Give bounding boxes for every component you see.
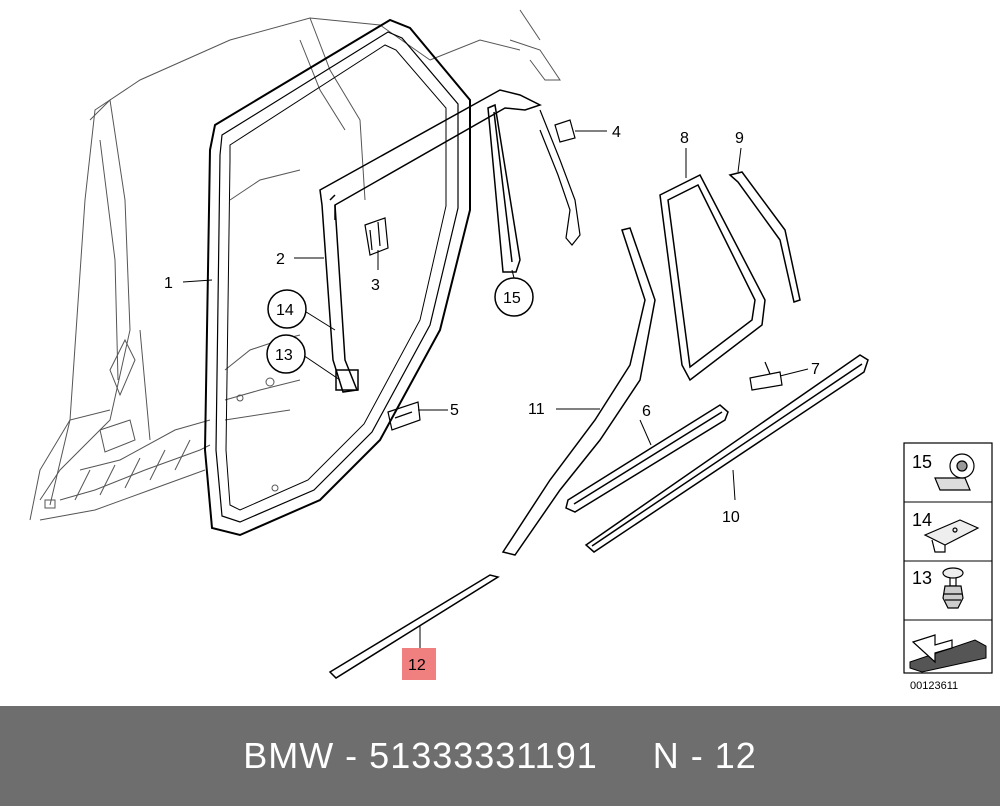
callout-1: 1 — [164, 275, 173, 292]
legend-14: 14 — [912, 510, 932, 530]
channel-part-6 — [565, 404, 729, 513]
sill-strip-part-10 — [584, 354, 869, 553]
callout-6: 6 — [642, 403, 651, 420]
sill-strip-part-12 — [328, 574, 500, 679]
trim-strip-part-11 — [501, 227, 656, 556]
tape-roll-icon — [934, 453, 975, 491]
footer-bar: BMW - 51333331191 N - 12 — [0, 706, 1000, 806]
arrow-marker-icon — [909, 634, 987, 673]
push-rivet-icon — [942, 567, 964, 609]
footer-brand: BMW — [243, 735, 335, 776]
parts-diagram: 1 2 3 4 5 6 7 8 9 10 11 12 14 13 15 15 1… — [29, 9, 993, 692]
clip-part-5 — [387, 401, 421, 431]
callout-12-highlight — [402, 648, 436, 680]
legend-15: 15 — [912, 452, 932, 472]
clip-part-4 — [539, 109, 581, 246]
leader-lines — [182, 130, 809, 648]
footer-gap — [598, 735, 653, 777]
callout-14: 14 — [276, 302, 294, 319]
body-side-sketch — [29, 9, 561, 521]
callout-15: 15 — [503, 290, 521, 307]
callout-3: 3 — [371, 277, 380, 294]
door-seal-part-1 — [203, 18, 471, 537]
reference-number: 00123611 — [910, 680, 958, 692]
window-glass-part-8 — [659, 173, 766, 382]
callout-13-circle — [266, 334, 306, 374]
bracket-part-3 — [364, 217, 389, 256]
trim-strip-part-9 — [728, 171, 801, 303]
callout-14-circle — [267, 289, 307, 329]
clip-part-7 — [749, 361, 783, 391]
callout-10: 10 — [722, 509, 740, 526]
callout-11: 11 — [528, 401, 545, 418]
window-frame-part-2 — [319, 89, 542, 393]
seal-strip-part-15 — [487, 103, 521, 273]
legend-panel: 15 14 13 — [903, 442, 993, 674]
callouts: 1 2 3 4 5 6 7 8 9 10 11 12 14 13 15 — [164, 124, 820, 680]
callout-2: 2 — [276, 251, 285, 268]
callout-5: 5 — [450, 402, 459, 419]
callout-8: 8 — [680, 130, 689, 147]
callout-9: 9 — [735, 130, 744, 147]
callout-12: 12 — [408, 657, 426, 674]
callout-4: 4 — [612, 124, 621, 141]
callout-15-circle — [494, 277, 534, 317]
footer-position: N - 12 — [652, 735, 757, 776]
footer-separator: - — [334, 735, 370, 776]
clip-icon — [923, 519, 980, 553]
legend-13: 13 — [912, 568, 932, 588]
callout-13: 13 — [275, 347, 293, 364]
footer-part-number: 51333331191 — [369, 735, 598, 776]
callout-7: 7 — [811, 361, 820, 378]
